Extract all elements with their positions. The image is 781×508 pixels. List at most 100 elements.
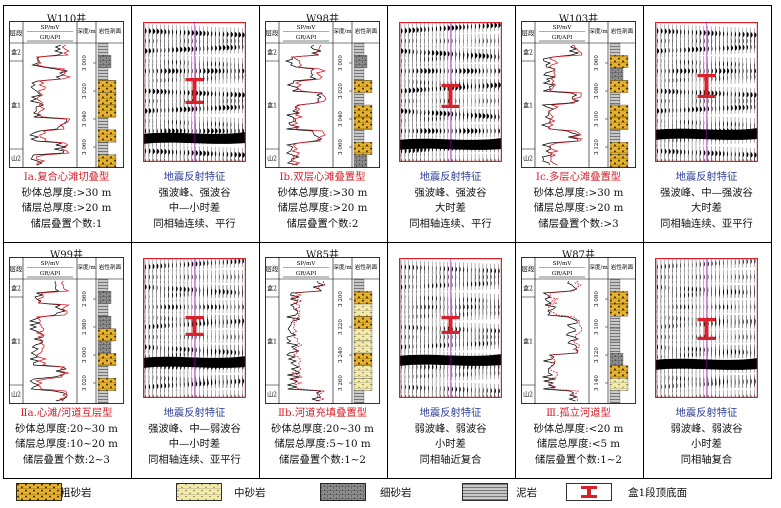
seismic-trace: [455, 364, 457, 370]
marker-icon: [697, 318, 716, 340]
seismic-trace: [203, 128, 206, 134]
seismic-trace: [230, 258, 233, 265]
seismic-trace: [401, 58, 402, 64]
seismic-trace: [680, 68, 683, 74]
log-zone-label: 盒2: [523, 285, 533, 293]
seismic-trace: [408, 343, 410, 350]
seismic-trace: [692, 38, 693, 44]
seismic-trace: [707, 68, 709, 74]
seismic-trace: [660, 274, 662, 280]
seismic-trace: [223, 151, 224, 158]
seismic-trace: [203, 260, 205, 267]
seismic-trace: [172, 292, 174, 299]
seismic-trace: [672, 77, 674, 84]
seismic-trace: [657, 148, 659, 154]
seismic-trace: [223, 38, 224, 44]
lith-bed: [609, 378, 629, 391]
seismic-trace: [711, 98, 713, 104]
seismic-trace: [199, 320, 202, 327]
seismic-trace: [719, 90, 721, 97]
seismic-trace: [723, 30, 725, 37]
log-sp-header: SP/mV: [297, 261, 317, 267]
legend-swatch-coarse: [16, 483, 62, 501]
seismic-trace: [494, 340, 496, 347]
seismic-trace: [156, 304, 158, 310]
seismic-trace: [668, 314, 670, 321]
seismic-trace: [180, 286, 182, 293]
seismic-trace: [215, 30, 217, 37]
seismic-trace: [242, 92, 245, 98]
seismic-trace: [660, 38, 662, 44]
seismic-trace: [723, 45, 725, 52]
seismic-trace: [754, 152, 757, 158]
seismic-trace: [184, 29, 186, 36]
seismic-trace: [152, 323, 155, 330]
seismic-trace: [699, 381, 701, 388]
seismic-trace: [494, 22, 498, 29]
seismic-trace: [707, 45, 709, 52]
seismic-trace: [727, 289, 729, 296]
seismic-trace: [207, 90, 210, 97]
seismic-trace: [219, 44, 222, 51]
seismic-trace: [680, 88, 682, 95]
seismic-trace: [187, 46, 191, 53]
seismic-trace: [207, 304, 210, 310]
seismic-trace: [688, 149, 689, 156]
seismic-trace: [451, 24, 455, 31]
seismic-trace: [447, 25, 451, 32]
log-zone-label: 盒1: [267, 338, 277, 346]
seismic-trace: [428, 56, 430, 63]
seismic-trace: [436, 38, 437, 44]
seismic-trace: [467, 113, 468, 120]
seismic-trace: [242, 304, 244, 310]
reflection-line: 小时差: [691, 438, 722, 450]
seismic-trace: [719, 260, 721, 267]
seismic-trace: [187, 119, 189, 126]
seismic-trace: [412, 38, 414, 44]
seismic-trace: [184, 149, 186, 156]
seismic-trace: [242, 378, 245, 384]
seismic-trace: [459, 128, 462, 134]
seismic-trace: [412, 264, 415, 271]
seismic-trace: [152, 98, 154, 104]
seismic-trace: [223, 379, 224, 386]
seismic-trace: [207, 30, 209, 37]
seismic-trace: [447, 38, 449, 44]
seismic-trace: [735, 104, 738, 111]
seismic-trace: [459, 326, 461, 333]
seismic-trace: [684, 106, 686, 113]
seismic-trace: [199, 347, 201, 354]
reservoir-type-label: Ⅱa.心滩/河道互层型: [20, 407, 113, 419]
seismic-trace: [226, 31, 229, 38]
seismic-trace: [440, 128, 442, 134]
well-title: W99井: [49, 250, 83, 261]
reservoir-property: 储层叠置个数:>3: [538, 217, 619, 230]
seismic-trace: [156, 148, 160, 155]
seismic-trace: [731, 68, 733, 74]
seismic-trace: [486, 113, 490, 120]
reflection-line: 大时差: [691, 202, 722, 214]
legend-swatch-mud: [462, 483, 508, 501]
seismic-trace: [145, 384, 146, 390]
seismic-trace: [172, 76, 173, 83]
seismic-trace: [692, 68, 694, 74]
seismic-trace: [486, 98, 488, 104]
log-gr-header: GR/API: [40, 35, 61, 41]
seismic-trace: [688, 292, 690, 299]
seismic-trace: [668, 374, 670, 381]
seismic-trace: [424, 384, 426, 391]
seismic-section: [399, 258, 502, 398]
seismic-trace: [668, 148, 671, 155]
seismic-trace: [676, 262, 678, 269]
seismic-trace: [160, 128, 163, 134]
seismic-trace: [676, 68, 679, 74]
seismic-trace: [668, 344, 670, 351]
seismic-trace: [692, 46, 695, 53]
marker-icon: [185, 78, 204, 104]
seismic-trace: [727, 105, 729, 112]
seismic-trace: [215, 319, 216, 326]
seismic-trace: [664, 88, 667, 95]
seismic-trace: [164, 47, 166, 54]
